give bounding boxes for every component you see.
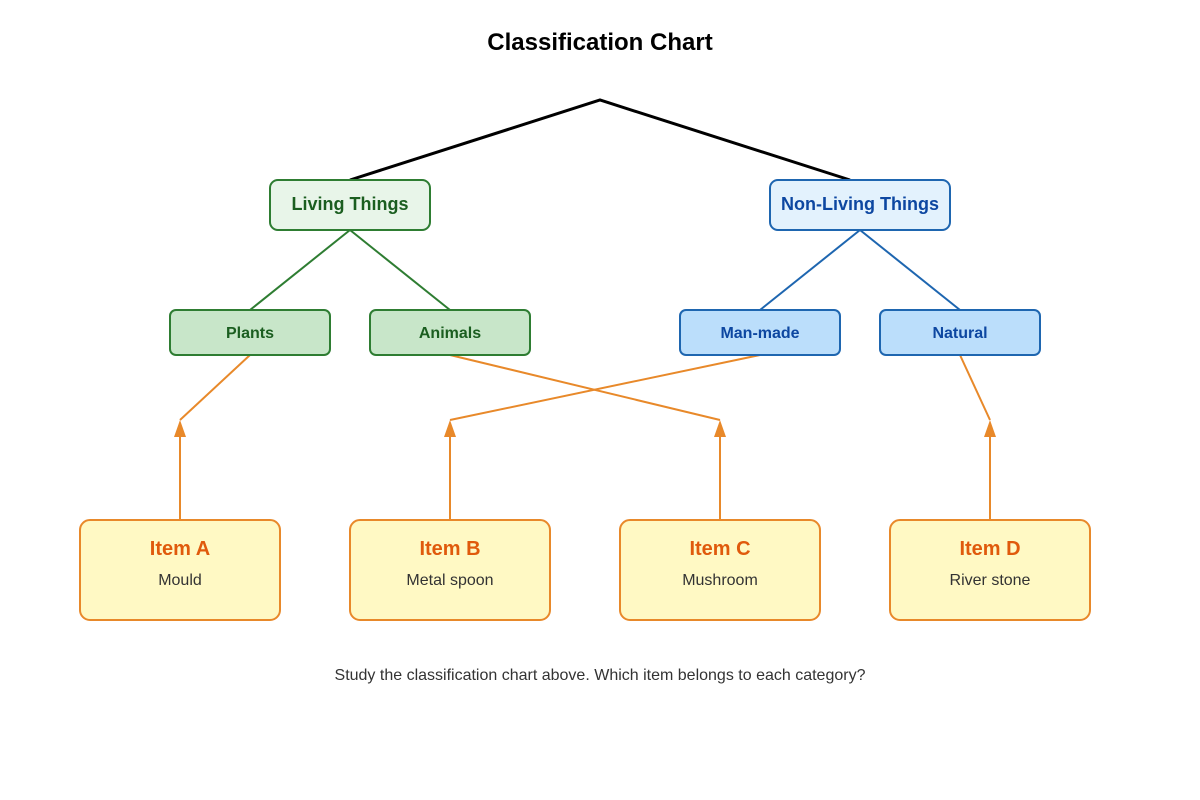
node-man-made: Man-made bbox=[679, 309, 841, 356]
item-b-link-line bbox=[449, 354, 761, 421]
nonliving-to-natural-line bbox=[859, 229, 961, 311]
living-to-animals-line bbox=[349, 229, 451, 311]
item-card-b: Item B Metal spoon bbox=[349, 519, 551, 621]
item-card-d: Item D River stone bbox=[889, 519, 1091, 621]
item-d-link-line bbox=[959, 354, 991, 421]
item-a-arrowhead-icon bbox=[174, 420, 186, 437]
item-b-arrowhead-icon bbox=[444, 420, 456, 437]
item-d-desc: River stone bbox=[950, 572, 1031, 589]
item-card-a: Item A Mould bbox=[79, 519, 281, 621]
item-c-link-line bbox=[449, 354, 721, 421]
item-d-arrowhead-icon bbox=[984, 420, 996, 437]
node-living-things-label: Living Things bbox=[292, 194, 409, 214]
item-d-title: Item D bbox=[959, 538, 1020, 560]
node-plants-label: Plants bbox=[226, 325, 274, 342]
item-a-link-line bbox=[179, 354, 251, 421]
item-b-desc: Metal spoon bbox=[406, 572, 493, 589]
item-a-desc: Mould bbox=[158, 572, 202, 589]
node-natural: Natural bbox=[879, 309, 1041, 356]
question-caption: Study the classification chart above. Wh… bbox=[335, 667, 866, 684]
node-man-made-label: Man-made bbox=[720, 325, 799, 342]
item-card-c: Item C Mushroom bbox=[619, 519, 821, 621]
nonliving-to-manmade-line bbox=[759, 229, 861, 311]
item-c-desc: Mushroom bbox=[682, 572, 758, 589]
node-non-living-things: Non-Living Things bbox=[769, 179, 951, 231]
node-non-living-things-label: Non-Living Things bbox=[781, 194, 939, 214]
node-living-things: Living Things bbox=[269, 179, 431, 231]
item-c-arrowhead-icon bbox=[714, 420, 726, 437]
item-b-title: Item B bbox=[419, 538, 480, 560]
node-animals-label: Animals bbox=[419, 325, 481, 342]
living-to-plants-line bbox=[249, 229, 351, 311]
root-connector bbox=[349, 98, 851, 182]
node-plants: Plants bbox=[169, 309, 331, 356]
node-animals: Animals bbox=[369, 309, 531, 356]
item-a-title: Item A bbox=[150, 538, 210, 560]
node-natural-label: Natural bbox=[932, 325, 987, 342]
diagram-title: Classification Chart bbox=[487, 29, 712, 56]
item-c-title: Item C bbox=[689, 538, 750, 560]
